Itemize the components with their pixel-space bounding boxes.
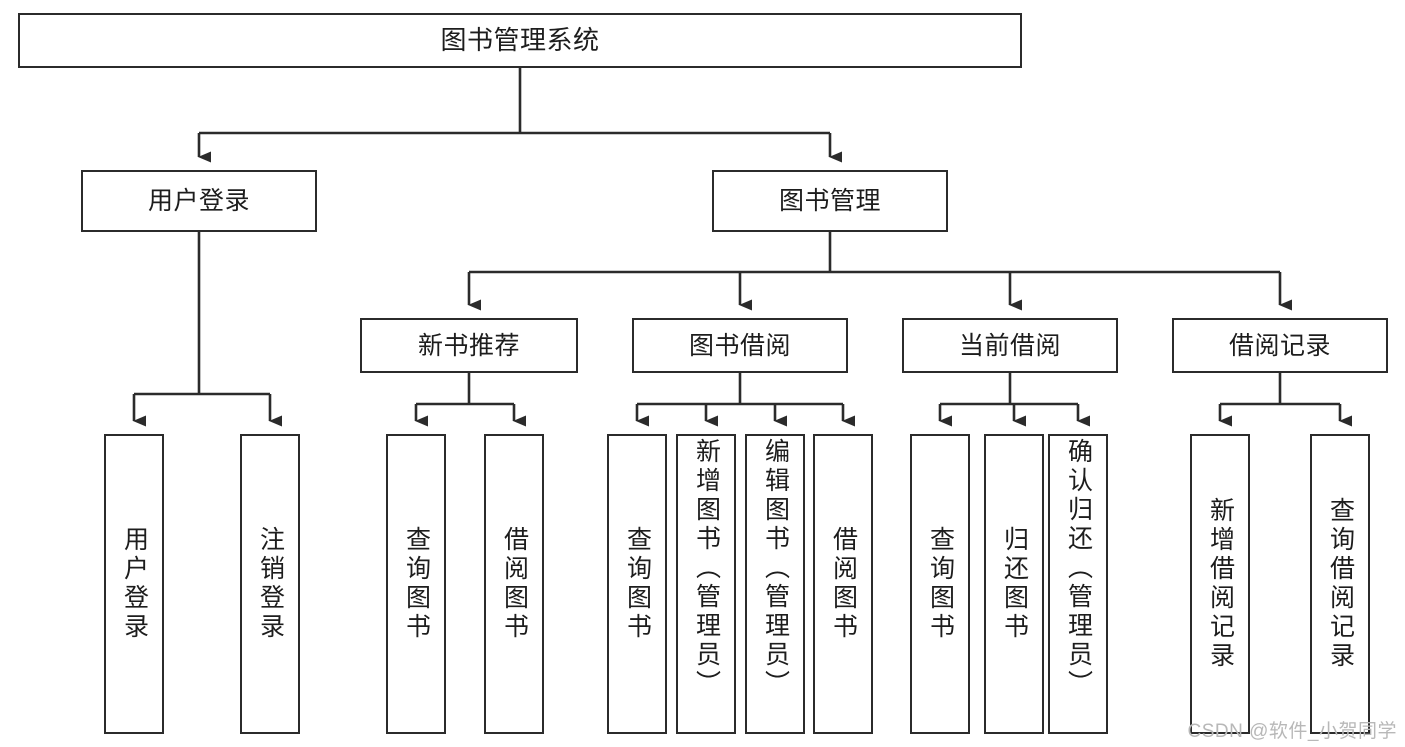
- leaf-user-login-label: 用户登录: [120, 526, 149, 642]
- node-new-book-recommend-label: 新书推荐: [417, 331, 520, 360]
- leaf-user-logout-label: 注销登录: [256, 526, 285, 642]
- leaf-query-book-newbook-label: 查询图书: [402, 526, 431, 642]
- leaf-lend-book[interactable]: 借阅图书: [813, 434, 873, 734]
- node-current-borrow-label: 当前借阅: [958, 331, 1061, 360]
- leaf-query-book-borrow-label: 查询图书: [623, 526, 652, 642]
- node-book-borrow[interactable]: 图书借阅: [632, 318, 848, 373]
- leaf-query-borrow-record-label: 查询借阅记录: [1326, 497, 1355, 671]
- node-borrow-record[interactable]: 借阅记录: [1172, 318, 1388, 373]
- leaf-query-book-current[interactable]: 查询图书: [910, 434, 970, 734]
- leaf-lend-book-label: 借阅图书: [829, 526, 858, 642]
- node-book-management-label: 图书管理: [778, 187, 881, 215]
- leaf-confirm-return-admin[interactable]: 确认归还（管理员）: [1048, 434, 1108, 734]
- leaf-add-book-admin[interactable]: 新增图书（管理员）: [676, 434, 736, 734]
- leaf-borrow-book-newbook-label: 借阅图书: [500, 526, 529, 642]
- leaf-add-book-admin-label: 新增图书（管理员）: [692, 438, 721, 699]
- leaf-return-book[interactable]: 归还图书: [984, 434, 1044, 734]
- node-user-login[interactable]: 用户登录: [81, 170, 317, 232]
- leaf-edit-book-admin[interactable]: 编辑图书（管理员）: [745, 434, 805, 734]
- node-book-management[interactable]: 图书管理: [712, 170, 948, 232]
- leaf-add-borrow-record[interactable]: 新增借阅记录: [1190, 434, 1250, 734]
- leaf-query-book-current-label: 查询图书: [926, 526, 955, 642]
- csdn-watermark: CSDN @软件_小贺同学: [1187, 721, 1397, 742]
- node-book-borrow-label: 图书借阅: [688, 331, 791, 360]
- leaf-user-login[interactable]: 用户登录: [104, 434, 164, 734]
- leaf-query-book-borrow[interactable]: 查询图书: [607, 434, 667, 734]
- leaf-edit-book-admin-label: 编辑图书（管理员）: [761, 438, 790, 699]
- leaf-borrow-book-newbook[interactable]: 借阅图书: [484, 434, 544, 734]
- leaf-query-borrow-record[interactable]: 查询借阅记录: [1310, 434, 1370, 734]
- leaf-confirm-return-admin-label: 确认归还（管理员）: [1064, 438, 1093, 699]
- node-current-borrow[interactable]: 当前借阅: [902, 318, 1118, 373]
- node-root[interactable]: 图书管理系统: [18, 13, 1022, 68]
- node-borrow-record-label: 借阅记录: [1228, 331, 1331, 360]
- node-root-label: 图书管理系统: [440, 24, 600, 55]
- leaf-return-book-label: 归还图书: [1000, 526, 1029, 642]
- node-user-login-label: 用户登录: [147, 187, 250, 215]
- node-new-book-recommend[interactable]: 新书推荐: [360, 318, 578, 373]
- leaf-user-logout[interactable]: 注销登录: [240, 434, 300, 734]
- leaf-add-borrow-record-label: 新增借阅记录: [1206, 497, 1235, 671]
- leaf-query-book-newbook[interactable]: 查询图书: [386, 434, 446, 734]
